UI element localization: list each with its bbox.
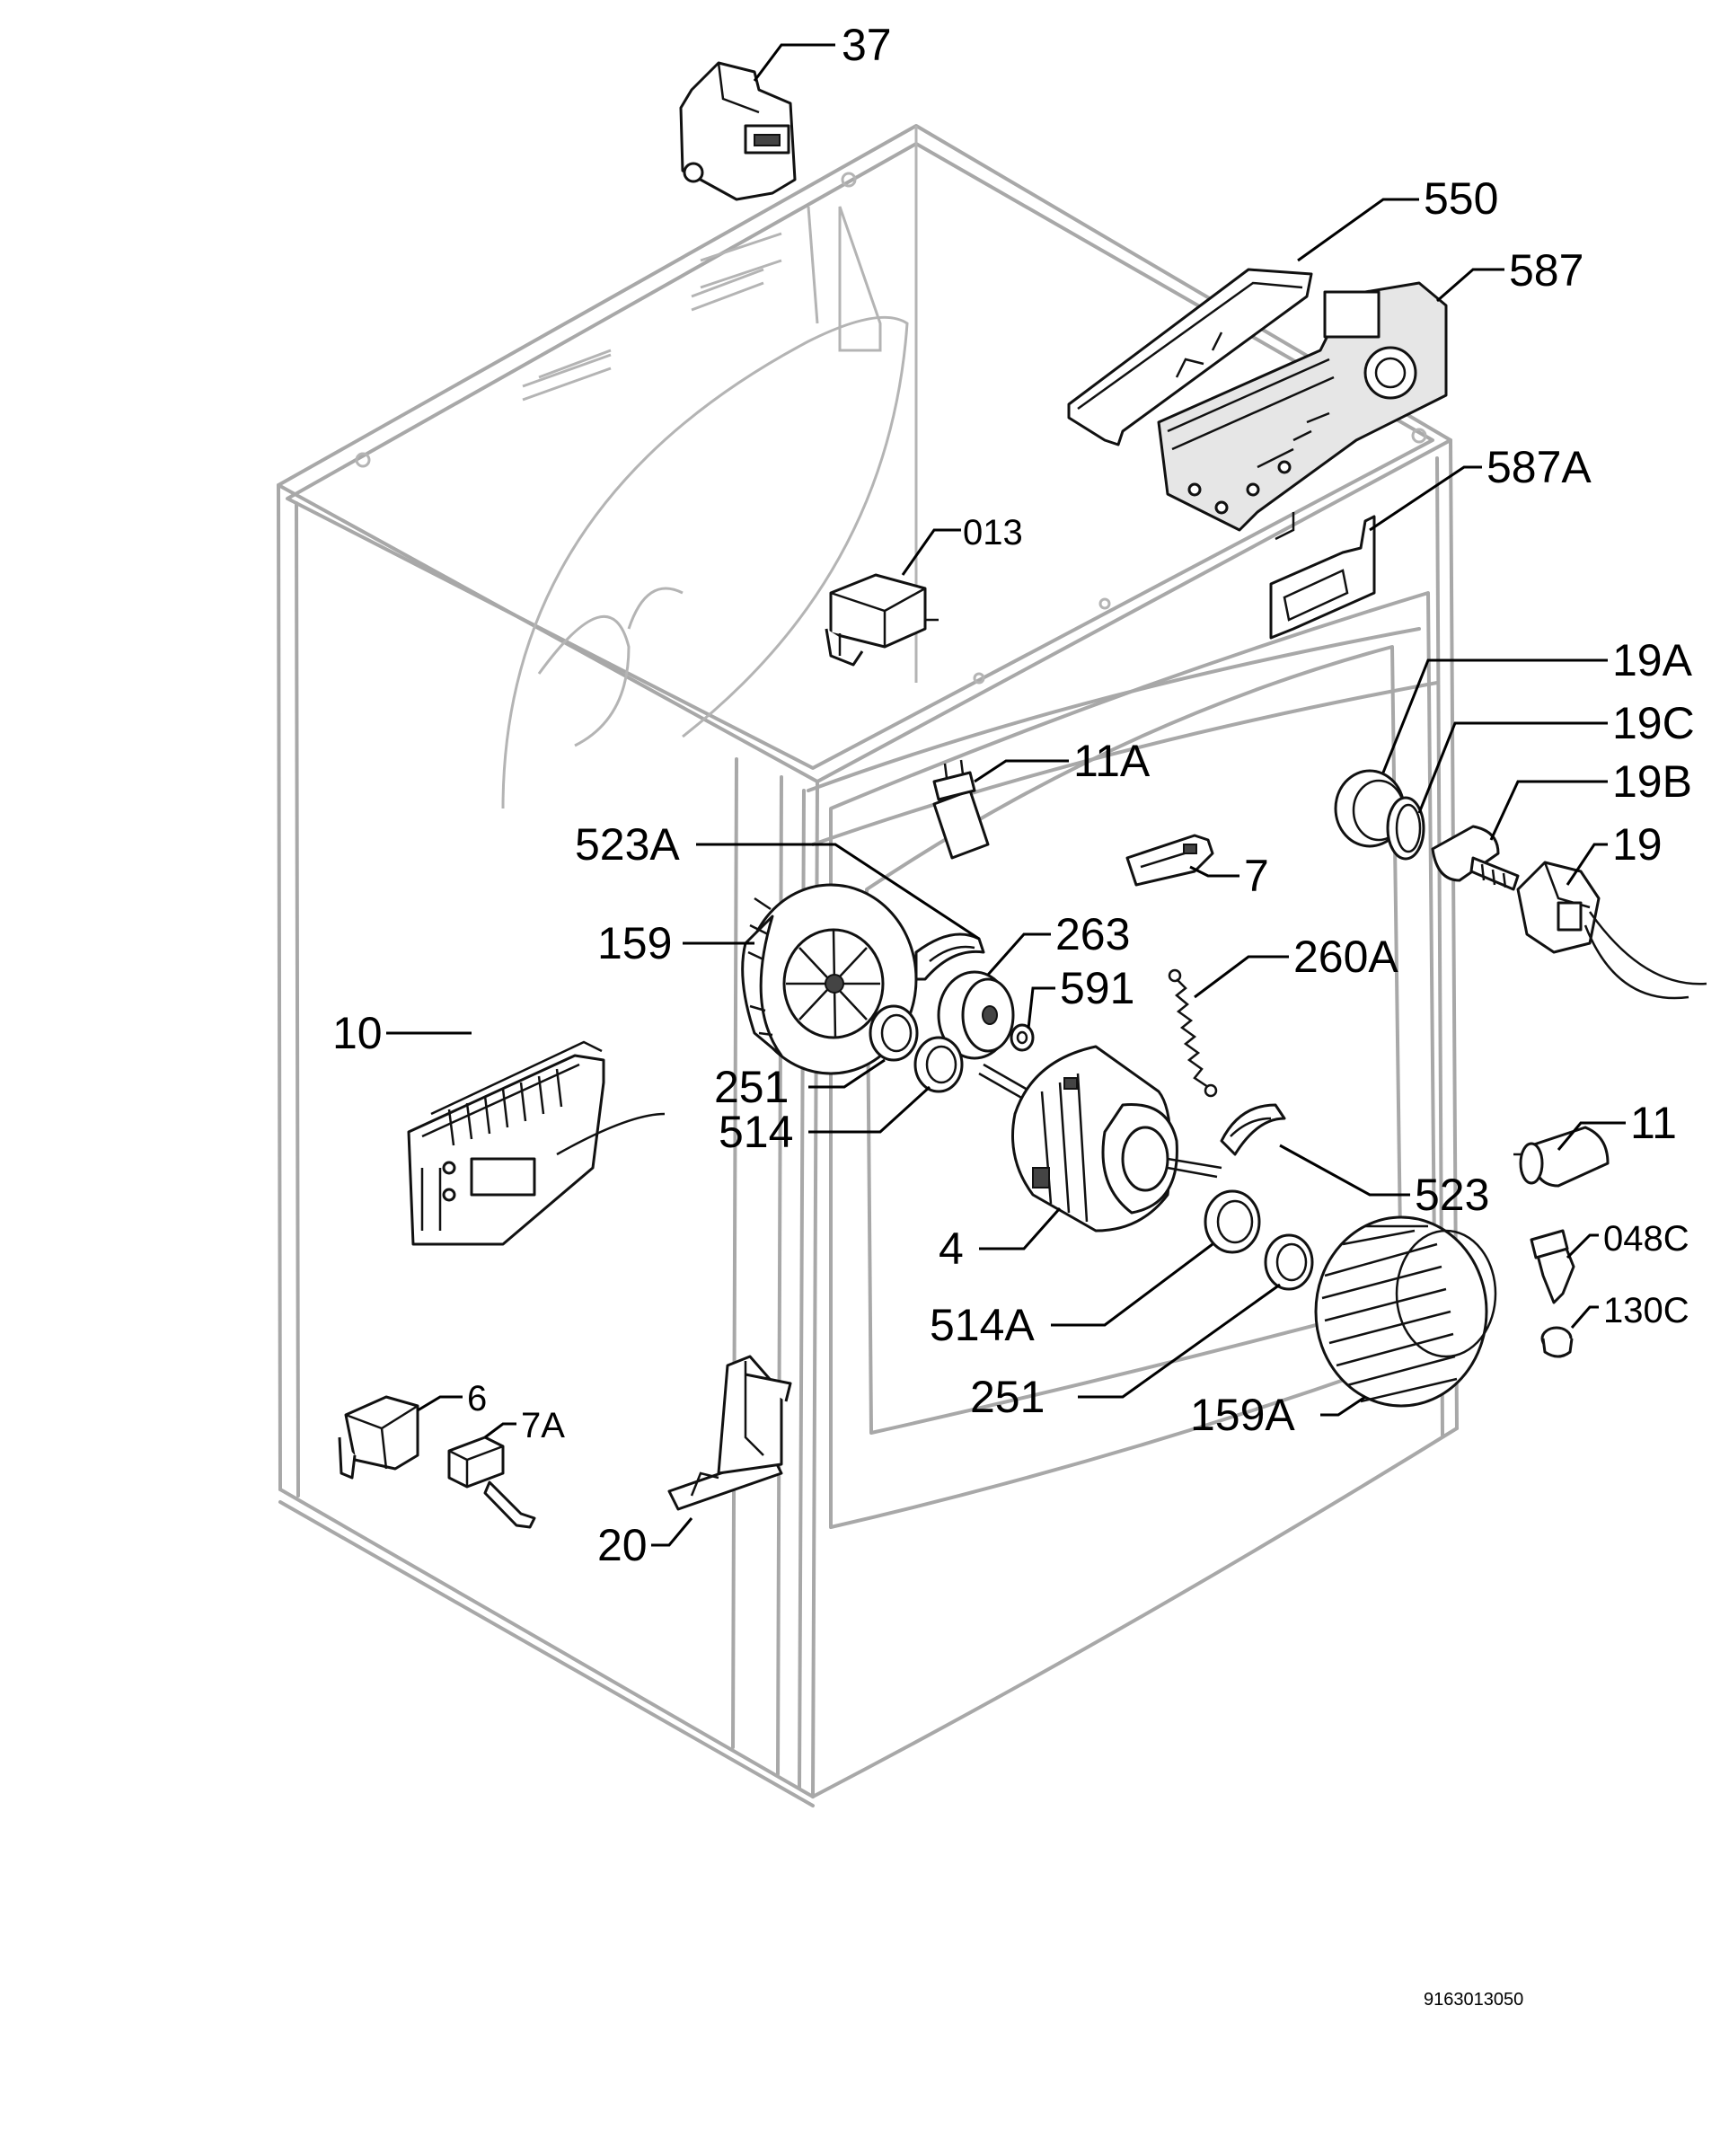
label-19C: 19C <box>1612 698 1695 748</box>
label-10: 10 <box>332 1008 383 1058</box>
part-159A-blower <box>1314 1215 1497 1408</box>
part-013-suppressor <box>825 573 939 667</box>
label-587: 587 <box>1509 245 1583 296</box>
label-11A: 11A <box>1073 736 1151 786</box>
part-523A-bearing-bracket <box>914 932 985 981</box>
part-523-bearing-bracket <box>1220 1103 1286 1156</box>
part-37-door-lock <box>679 61 797 201</box>
part-7A-microswitch <box>447 1436 536 1529</box>
part-591-washer <box>1010 1023 1035 1052</box>
part-587A-bracket <box>1269 515 1376 640</box>
part-048C-fitting <box>1530 1229 1575 1304</box>
label-7: 7 <box>1244 851 1269 901</box>
part-514A-ring <box>1204 1189 1261 1254</box>
part-11A-capacitor <box>932 759 990 860</box>
diagram-code: 9163013050 <box>1424 1990 1523 2010</box>
part-19C-gasket <box>1386 796 1425 861</box>
part-251-upper-ring <box>869 1004 919 1062</box>
part-6-switch <box>338 1395 419 1480</box>
label-19A: 19A <box>1612 635 1693 685</box>
part-587-control-board <box>1157 281 1448 541</box>
label-550: 550 <box>1424 173 1498 224</box>
label-19: 19 <box>1612 819 1663 870</box>
label-6: 6 <box>467 1379 487 1418</box>
part-550-cover <box>1067 268 1313 446</box>
label-263: 263 <box>1055 909 1130 959</box>
label-159: 159 <box>597 918 672 968</box>
part-20-door-catch <box>667 1355 792 1511</box>
label-048C: 048C <box>1603 1219 1689 1259</box>
part-11-capacitor <box>1513 1126 1610 1188</box>
label-11: 11 <box>1630 1098 1677 1148</box>
label-013: 013 <box>963 513 1023 552</box>
part-7-thermal-fuse <box>1125 834 1214 887</box>
part-263-pulley <box>937 970 1015 1060</box>
cabinet-outline <box>277 124 1459 1807</box>
part-10-heater <box>407 1040 666 1246</box>
label-587A: 587A <box>1486 442 1592 492</box>
label-591: 591 <box>1060 963 1134 1013</box>
label-251-lower: 251 <box>970 1372 1045 1422</box>
label-514A: 514A <box>930 1300 1035 1350</box>
label-4: 4 <box>939 1224 964 1274</box>
part-19B-sensor <box>1431 825 1520 891</box>
part-19-thermostat <box>1516 861 1707 1000</box>
leader-lines <box>386 43 1626 1547</box>
part-251-lower-ring <box>1264 1233 1314 1291</box>
label-523: 523 <box>1415 1170 1489 1220</box>
label-523A: 523A <box>575 819 680 870</box>
label-260A: 260A <box>1293 932 1398 982</box>
part-260A-spring <box>1168 968 1218 1098</box>
label-130C: 130C <box>1603 1291 1689 1330</box>
part-130C-nut <box>1540 1326 1574 1358</box>
part-labels: 37 550 587 587A 013 19A 19C 19B 19 11A 5… <box>332 20 1695 2010</box>
label-159A: 159A <box>1190 1390 1295 1440</box>
label-20: 20 <box>597 1520 648 1570</box>
label-19B: 19B <box>1612 756 1692 807</box>
part-514-ring <box>913 1036 964 1093</box>
part-4-motor <box>978 1045 1222 1233</box>
label-251-upper: 251 <box>714 1062 789 1112</box>
label-37: 37 <box>842 20 892 70</box>
label-7A: 7A <box>521 1406 565 1445</box>
label-514: 514 <box>719 1107 793 1157</box>
